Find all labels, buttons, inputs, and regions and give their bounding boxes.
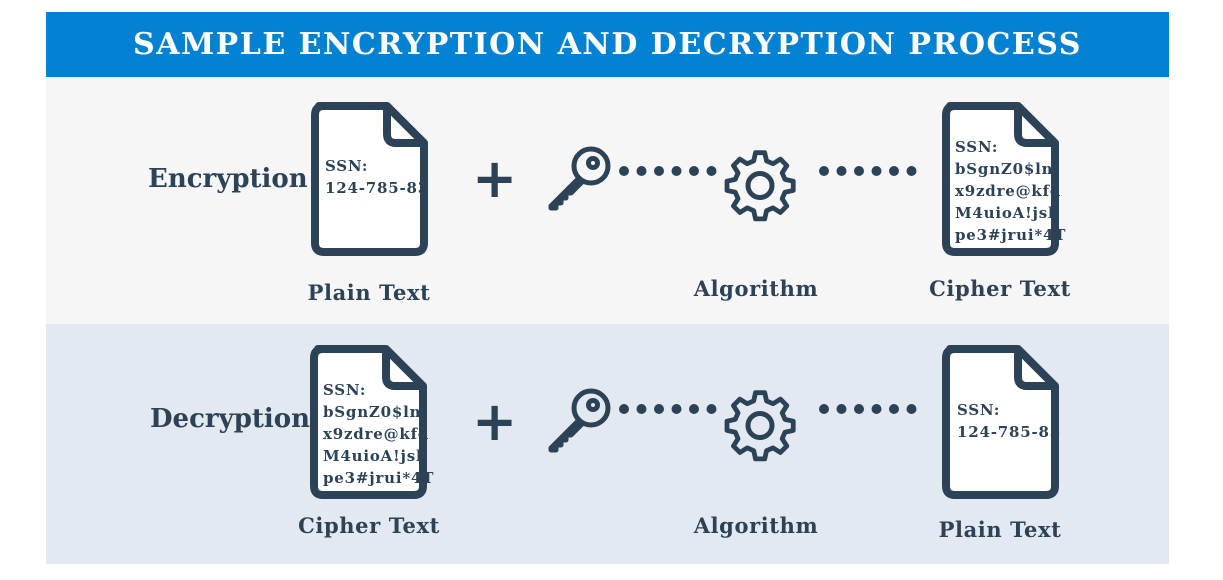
encryption-algorithm-caption: Algorithm bbox=[693, 276, 819, 301]
decryption-label: Decryption bbox=[150, 404, 311, 434]
plain-text-content: SSN: 124-785-83 bbox=[325, 157, 429, 197]
cipher-text-content: SSN: bSgnZ0$ln x9zdre@kfd M4uioA!jsk pe3… bbox=[955, 138, 1067, 244]
cipher-text-input-content: SSN: bSgnZ0$ln x9zdre@kfd M4uioA!jsk pe3… bbox=[323, 381, 435, 487]
key-to-algorithm-connector bbox=[619, 166, 717, 176]
plus-icon: + bbox=[472, 147, 518, 210]
plain-text-caption: Plain Text bbox=[307, 280, 431, 305]
cipher-text-input-caption: Cipher Text bbox=[298, 513, 440, 538]
algorithm-to-output-connector bbox=[819, 166, 917, 176]
gear-icon bbox=[724, 150, 796, 222]
plain-text-output-caption: Plain Text bbox=[938, 517, 1062, 542]
diagram-title: SAMPLE ENCRYPTION AND DECRYPTION PROCESS bbox=[133, 26, 1082, 62]
plain-text-document-icon bbox=[309, 100, 431, 260]
algorithm-to-output-connector bbox=[819, 404, 917, 414]
diagram-header: SAMPLE ENCRYPTION AND DECRYPTION PROCESS bbox=[46, 12, 1169, 77]
cipher-text-document-icon bbox=[940, 100, 1062, 260]
decryption-algorithm-caption: Algorithm bbox=[693, 513, 819, 538]
encryption-label: Encryption bbox=[148, 164, 308, 194]
key-icon bbox=[548, 146, 611, 211]
gear-icon bbox=[724, 390, 796, 462]
cipher-text-input-document-icon bbox=[308, 343, 430, 503]
plain-text-output-content: SSN: 124-785-83 bbox=[957, 401, 1061, 441]
plus-icon: + bbox=[472, 390, 518, 453]
key-to-algorithm-connector bbox=[619, 404, 717, 414]
key-icon bbox=[548, 388, 611, 453]
plain-text-output-document-icon bbox=[940, 343, 1062, 503]
cipher-text-caption: Cipher Text bbox=[929, 276, 1071, 301]
